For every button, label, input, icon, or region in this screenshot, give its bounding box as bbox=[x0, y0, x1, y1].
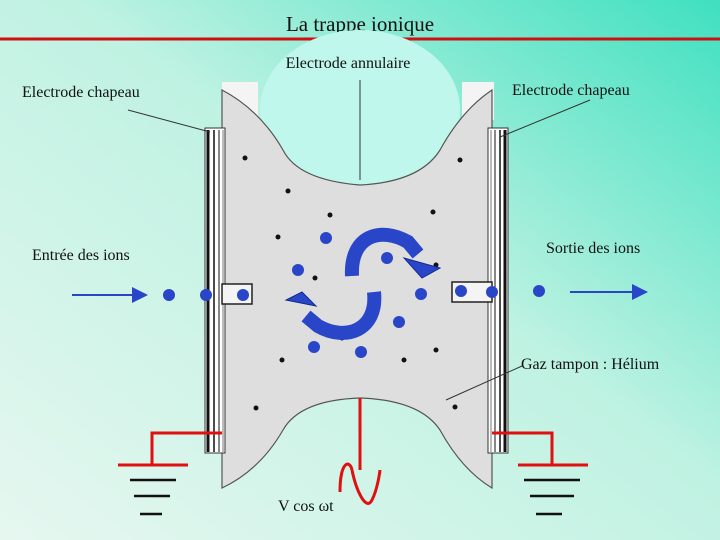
buffer-gas-leader bbox=[445, 365, 523, 401]
cap-electrode-right-label: Electrode chapeau bbox=[512, 82, 630, 99]
ions bbox=[163, 232, 545, 358]
ion-trajectory-arrows bbox=[284, 227, 442, 340]
ac-voltage-source bbox=[338, 398, 382, 505]
ground-left bbox=[118, 431, 222, 516]
cap-right-leader bbox=[499, 99, 591, 138]
cap-electrode-left-label: Electrode chapeau bbox=[22, 84, 140, 101]
buffer-gas-label: Gaz tampon : Hélium bbox=[521, 356, 660, 373]
ground-right bbox=[492, 431, 588, 516]
ion-entry-label: Entrée des ions bbox=[32, 247, 130, 264]
voltage-label: V cos ωt bbox=[278, 498, 334, 515]
ion-exit-label: Sortie des ions bbox=[546, 240, 640, 257]
ring-electrode-label: Electrode annulaire bbox=[286, 55, 411, 72]
cap-left-leader bbox=[127, 109, 211, 133]
